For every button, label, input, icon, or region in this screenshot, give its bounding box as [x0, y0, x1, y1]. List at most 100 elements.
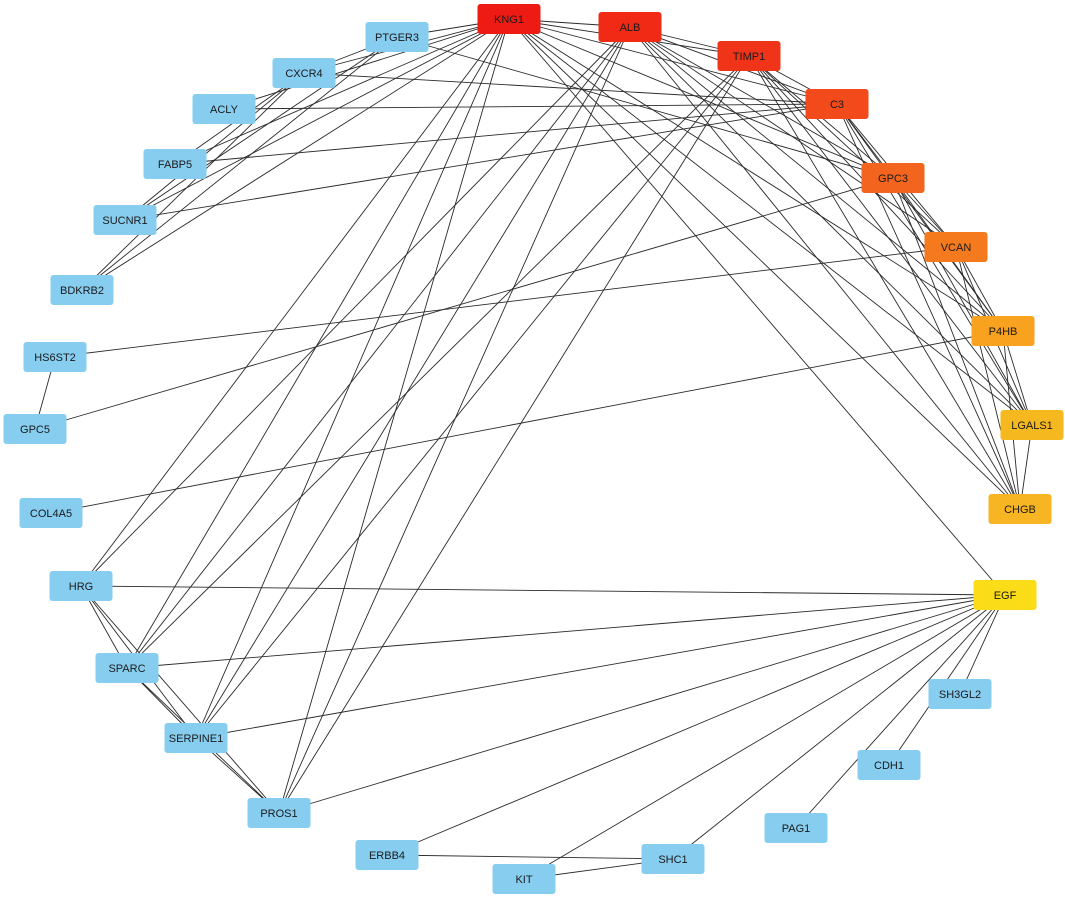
gene-node-shc1[interactable]: SHC1	[641, 844, 705, 874]
gene-node-alb-label: ALB	[620, 22, 641, 34]
gene-node-chgb-box	[988, 494, 1052, 524]
gene-node-gpc5[interactable]: GPC5	[3, 414, 67, 444]
gene-node-kit[interactable]: KIT	[492, 864, 556, 894]
edge-timp1-chgb	[748, 55, 1021, 510]
gene-node-sucnr1[interactable]: SUCNR1	[93, 205, 157, 235]
edge-kng1-pros1	[278, 18, 510, 814]
gene-node-erbb4-label: ERBB4	[369, 850, 405, 862]
gene-node-fabp5[interactable]: FABP5	[143, 149, 207, 179]
edge-alb-hrg	[80, 26, 631, 587]
edge-kng1-serpine1	[195, 18, 510, 739]
gene-node-lgals1-box	[1000, 410, 1064, 440]
gene-node-hs6st2-label: HS6ST2	[34, 352, 76, 364]
edge-kng1-lgals1	[508, 18, 1033, 426]
edge-alb-serpine1	[195, 26, 631, 739]
gene-node-vcan[interactable]: VCAN	[924, 232, 988, 262]
gene-node-c3-box	[805, 89, 869, 119]
gene-node-sh3gl2-label: SH3GL2	[939, 689, 981, 701]
gene-node-col4a5[interactable]: COL4A5	[19, 498, 83, 528]
gene-node-hrg[interactable]: HRG	[49, 571, 113, 601]
edge-c3-sucnr1	[124, 103, 838, 221]
edge-serpine1-egf	[195, 594, 1006, 739]
gene-node-erbb4-box	[355, 840, 419, 870]
edge-kng1-bdkrb2	[81, 18, 510, 291]
gene-node-ptger3[interactable]: PTGER3	[365, 22, 429, 52]
edge-p4hb-col4a5	[50, 330, 1004, 514]
gene-node-timp1-box	[717, 41, 781, 71]
gene-node-p4hb[interactable]: P4HB	[971, 316, 1035, 346]
edge-hrg-egf	[80, 585, 1006, 596]
gene-node-acly[interactable]: ACLY	[192, 94, 256, 124]
gene-node-sparc-label: SPARC	[108, 663, 145, 675]
gene-node-serpine1[interactable]: SERPINE1	[164, 723, 228, 753]
gene-node-alb-box	[598, 12, 662, 42]
gene-node-c3[interactable]: C3	[805, 89, 869, 119]
gene-node-hs6st2-box	[23, 342, 87, 372]
gene-node-pros1[interactable]: PROS1	[247, 798, 311, 828]
edge-sparc-egf	[126, 594, 1006, 669]
gene-node-gpc3-box	[861, 163, 925, 193]
edge-kng1-sparc	[126, 18, 510, 669]
edge-ptger3-sucnr1	[124, 36, 398, 221]
gene-node-bdkrb2[interactable]: BDKRB2	[50, 275, 114, 305]
gene-node-alb[interactable]: ALB	[598, 12, 662, 42]
gene-node-ptger3-label: PTGER3	[375, 32, 419, 44]
gene-node-bdkrb2-label: BDKRB2	[60, 285, 104, 297]
gene-node-pag1[interactable]: PAG1	[764, 813, 828, 843]
gene-node-kng1-box	[477, 4, 541, 34]
edge-egf-sh3gl2	[959, 594, 1006, 695]
edge-kng1-fabp5	[174, 18, 510, 165]
edge-timp1-serpine1	[195, 55, 750, 739]
gene-node-egf-label: EGF	[994, 590, 1017, 602]
gene-node-timp1[interactable]: TIMP1	[717, 41, 781, 71]
gene-node-vcan-label: VCAN	[941, 242, 972, 254]
gene-node-chgb[interactable]: CHGB	[988, 494, 1052, 524]
gene-node-cxcr4[interactable]: CXCR4	[272, 58, 336, 88]
gene-node-p4hb-label: P4HB	[989, 326, 1018, 338]
gene-node-hs6st2[interactable]: HS6ST2	[23, 342, 87, 372]
gene-node-timp1-label: TIMP1	[733, 51, 765, 63]
edge-alb-gpc3	[629, 26, 894, 179]
edge-kng1-sucnr1	[124, 18, 510, 221]
gene-node-fabp5-label: FABP5	[158, 159, 192, 171]
gene-node-egf-box	[973, 580, 1037, 610]
edge-alb-lgals1	[629, 26, 1033, 426]
gene-node-shc1-label: SHC1	[658, 854, 687, 866]
gene-node-c3-label: C3	[830, 99, 844, 111]
edge-kng1-egf	[508, 18, 1006, 596]
edge-vcan-chgb	[955, 246, 1021, 510]
edge-kng1-gpc3	[508, 18, 894, 179]
gene-node-kng1[interactable]: KNG1	[477, 4, 541, 34]
gene-node-hrg-label: HRG	[69, 581, 93, 593]
gene-node-bdkrb2-box	[50, 275, 114, 305]
gene-node-acly-box	[192, 94, 256, 124]
gene-node-p4hb-box	[971, 316, 1035, 346]
gene-node-gpc5-box	[3, 414, 67, 444]
gene-node-pros1-box	[247, 798, 311, 828]
gene-node-pag1-label: PAG1	[782, 823, 811, 835]
edge-alb-p4hb	[629, 26, 1004, 332]
gene-node-cdh1[interactable]: CDH1	[857, 750, 921, 780]
gene-node-lgals1[interactable]: LGALS1	[1000, 410, 1064, 440]
edge-alb-sparc	[126, 26, 631, 669]
edge-timp1-vcan	[748, 55, 957, 248]
gene-node-sparc[interactable]: SPARC	[95, 653, 159, 683]
edge-alb-pros1	[278, 26, 631, 814]
gene-node-sparc-box	[95, 653, 159, 683]
edge-c3-acly	[223, 103, 838, 110]
gene-node-gpc3[interactable]: GPC3	[861, 163, 925, 193]
gene-node-shc1-box	[641, 844, 705, 874]
edge-kng1-hrg	[80, 18, 510, 587]
edge-vcan-hs6st2	[54, 246, 957, 358]
gene-node-sh3gl2-box	[928, 679, 992, 709]
gene-node-serpine1-label: SERPINE1	[169, 733, 223, 745]
gene-node-sh3gl2[interactable]: SH3GL2	[928, 679, 992, 709]
gene-node-col4a5-box	[19, 498, 83, 528]
edge-cxcr4-sucnr1	[124, 72, 305, 221]
gene-node-pag1-box	[764, 813, 828, 843]
gene-node-erbb4[interactable]: ERBB4	[355, 840, 419, 870]
gene-node-egf[interactable]: EGF	[973, 580, 1037, 610]
edge-kng1-chgb	[508, 18, 1021, 510]
gene-node-fabp5-box	[143, 149, 207, 179]
edge-timp1-p4hb	[748, 55, 1004, 332]
